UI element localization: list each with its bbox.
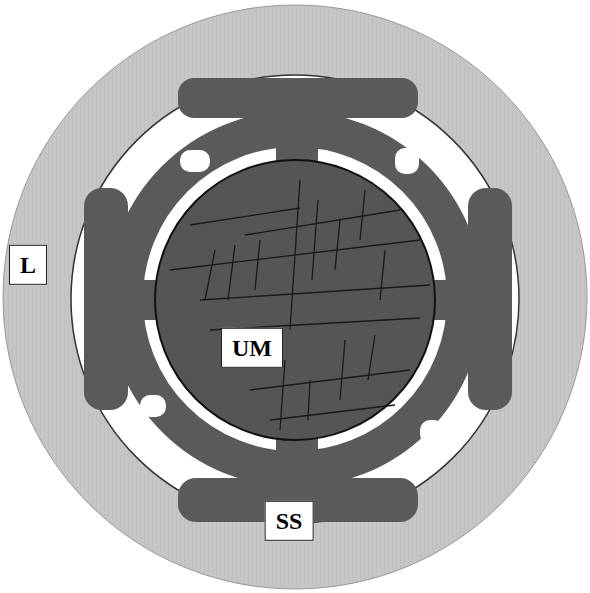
outer-ring [3, 5, 587, 589]
part-label: L [9, 245, 47, 285]
central-region [155, 160, 435, 440]
dark-arms [84, 78, 512, 522]
inner-boundary [71, 75, 519, 523]
cracks [170, 180, 430, 430]
part-label: SS [265, 501, 314, 541]
gaps [140, 148, 444, 444]
part-label: UM [221, 328, 283, 368]
